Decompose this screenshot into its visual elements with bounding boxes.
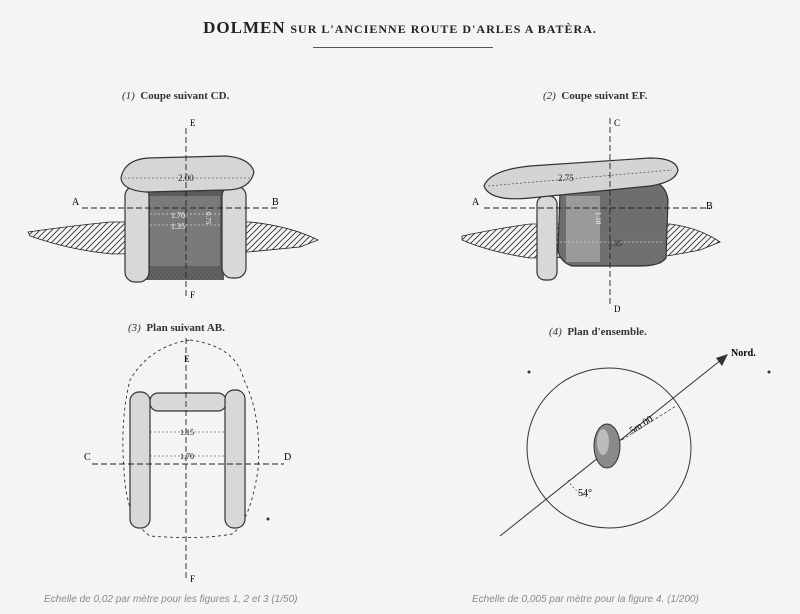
fig3-label-bottom: F <box>190 574 195 584</box>
caption-fig1: (1) Coupe suivant CD. <box>122 90 229 102</box>
figure-1-section-cd: E F A B 2.00 1.70 1.35 0.75 <box>27 118 319 300</box>
fig1-dim-table: 2.00 <box>178 173 194 183</box>
scale-left: Echelle de 0,02 par mètre pour les figur… <box>44 594 298 605</box>
fig4-dolmen-light <box>597 429 609 455</box>
fig2-label-bottom: D <box>614 304 621 314</box>
fig3-dot-right <box>266 517 270 521</box>
caption-fig3-number: (3) <box>128 322 141 334</box>
caption-fig4: (4) Plan d'ensemble. <box>549 326 647 338</box>
fig1-dim-a: 1.70 <box>171 211 185 220</box>
fig2-label-right: B <box>706 201 713 212</box>
fig2-big-slab-light <box>566 196 600 262</box>
fig2-capstone <box>483 157 679 200</box>
fig1-right-pillar <box>221 185 247 279</box>
fig4-dot-left <box>527 370 531 374</box>
caption-fig1-number: (1) <box>122 90 135 102</box>
fig4-north-label: Nord. <box>731 348 756 359</box>
fig3-label-top: E <box>184 354 190 364</box>
caption-fig2-number: (2) <box>543 90 556 102</box>
caption-fig4-label: Plan d'ensemble. <box>567 326 647 338</box>
fig1-back-slab <box>150 228 220 280</box>
fig2-dim-table-line <box>487 169 673 187</box>
fig3-right-slab <box>224 389 246 529</box>
fig3-top-slab <box>149 392 227 412</box>
fig4-angle-label: 54° <box>578 488 592 499</box>
title-rule <box>313 47 493 48</box>
caption-fig1-label: Coupe suivant CD. <box>140 90 230 102</box>
fig4-radius-line <box>608 405 677 449</box>
fig3-label-right: D <box>284 452 291 463</box>
fig3-dim-b: 1.70 <box>180 452 194 461</box>
fig2-dim-h: 1.35 <box>608 239 622 248</box>
fig1-label-top: E <box>190 118 196 128</box>
caption-fig2: (2) Coupe suivant EF. <box>543 90 647 102</box>
plate-title: DOLMEN SUR L'ANCIENNE ROUTE D'ARLES A BA… <box>0 18 800 38</box>
fig3-left-slab <box>129 391 151 529</box>
fig1-dim-v: 0.75 <box>204 212 212 225</box>
fig3-label-left: C <box>84 452 91 463</box>
fig1-label-bottom: F <box>190 290 195 300</box>
fig1-capstone <box>120 155 255 193</box>
title-dolmen: DOLMEN <box>203 18 286 37</box>
fig2-label-left: A <box>472 197 480 208</box>
fig3-dim-a: 1.15 <box>180 428 194 437</box>
fig1-label-right: B <box>272 197 279 208</box>
fig4-circle <box>526 367 692 529</box>
fig4-radius-label: 5m 00 <box>628 414 655 437</box>
fig1-dim-b: 1.35 <box>171 222 185 231</box>
fig2-dim-table: 2.75 <box>558 173 574 183</box>
title-rest: SUR L'ANCIENNE ROUTE D'ARLES A BATÈRA. <box>290 22 597 36</box>
fig1-label-left: A <box>72 197 80 208</box>
caption-fig3-label: Plan suivant AB. <box>146 322 225 334</box>
fig4-dot-right <box>767 370 771 374</box>
fig2-label-top: C <box>614 118 620 128</box>
fig3-outline <box>122 339 260 539</box>
caption-fig3: (3) Plan suivant AB. <box>128 322 225 334</box>
fig2-dim-v: 1.10 <box>594 212 602 225</box>
figure-2-section-ef: C D A B 2.75 1.10 1.35 <box>461 118 721 314</box>
fig4-north-arrowhead <box>716 354 728 366</box>
fig2-left-pillar <box>536 195 558 281</box>
figure-3-plan-ab: E F C D 1.15 1.70 <box>84 338 291 584</box>
caption-fig2-label: Coupe suivant EF. <box>561 90 648 102</box>
fig1-left-pillar <box>124 185 150 283</box>
scale-right: Echelle de 0,005 par mètre pour la figur… <box>472 594 699 605</box>
caption-fig4-number: (4) <box>549 326 562 338</box>
figure-4-general-plan: Nord. 5m 00 54° <box>266 348 771 537</box>
